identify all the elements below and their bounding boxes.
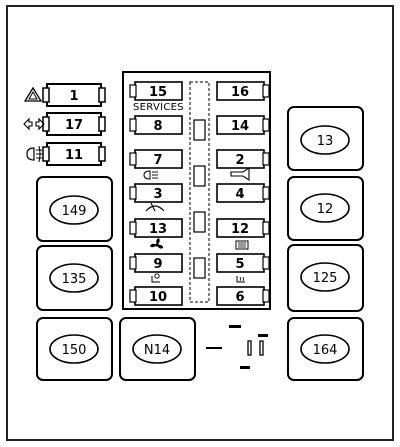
fuse-10: 10 (129, 286, 183, 306)
relay-label: 150 (62, 343, 87, 358)
fuse-12: 12 (216, 218, 270, 238)
fuse-label: 5 (235, 257, 244, 272)
relay-135: 135 (36, 245, 113, 311)
fuse-label: 6 (235, 290, 244, 305)
relay-n14: N14 (119, 317, 196, 381)
center-right-fuse-column: 16 14 2 4 12 5 6 (216, 81, 270, 306)
fuse-label: 14 (231, 119, 249, 134)
relay-label: 164 (313, 343, 338, 358)
fuse-13: 13 (129, 218, 183, 238)
small-fuse-1: 1 (42, 83, 106, 107)
fuse-15: 15 (129, 81, 183, 101)
fuse-label: 4 (235, 187, 244, 202)
horn-icon (230, 166, 250, 182)
fog-light-icon (26, 145, 42, 163)
seat-heater-icon (236, 276, 245, 283)
fuse-label: 17 (65, 118, 83, 133)
fan-icon (150, 238, 163, 249)
fuse-label: 9 (153, 257, 162, 272)
fuse-3: 3 (129, 183, 183, 203)
turn-signal-icon (23, 117, 45, 131)
fuse-label: 12 (231, 222, 249, 237)
headlight-icon (143, 170, 158, 180)
relay-13: 13 (287, 106, 364, 171)
relay-label: 149 (62, 204, 87, 219)
relay-150: 150 (36, 317, 113, 381)
relay-125: 125 (287, 244, 364, 312)
small-fuse-11: 11 (42, 142, 106, 166)
fuse-label: 1 (69, 89, 78, 104)
fuse-9: 9 (129, 253, 183, 273)
fuse-8: 8 (129, 115, 183, 135)
small-fuse-17: 17 (42, 112, 106, 136)
left-small-fuses: 1 17 11 (42, 83, 106, 166)
fuse-5: 5 (216, 253, 270, 273)
fuse-label: 3 (153, 187, 162, 202)
center-left-fuse-column: 15 8 7 3 13 9 10 (129, 81, 183, 306)
relay-label: 12 (317, 202, 334, 217)
fuse-label: 7 (153, 153, 162, 168)
fuse-label: 11 (65, 148, 83, 163)
relay-149: 149 (36, 176, 113, 242)
fuse-label: 15 (149, 85, 167, 100)
relay-label: 125 (313, 271, 338, 286)
relay-label: 135 (62, 272, 87, 287)
relay-label: 13 (317, 134, 334, 149)
relay-12: 12 (287, 176, 364, 241)
fuse-2: 2 (216, 149, 270, 169)
fuse-16: 16 (216, 81, 270, 101)
fuse-14: 14 (216, 115, 270, 135)
services-label: SERVICES (133, 102, 184, 113)
fuse-7: 7 (129, 149, 183, 169)
fuse-label: 16 (231, 85, 249, 100)
fuse-6: 6 (216, 286, 270, 306)
wiper-icon (145, 202, 165, 212)
hazard-triangle-icon (23, 86, 43, 102)
fuse-label: 13 (149, 222, 167, 237)
fuse-box-outline (6, 5, 394, 441)
fuse-label: 8 (153, 119, 162, 134)
fuse-label: 2 (235, 153, 244, 168)
spare-connector-slots (206, 325, 268, 369)
heated-rear-window-icon (235, 240, 249, 250)
relay-label: N14 (144, 343, 170, 358)
fuse-4: 4 (216, 183, 270, 203)
relay-164: 164 (287, 317, 364, 381)
fuse-label: 10 (149, 290, 167, 305)
seat-icon (151, 273, 160, 283)
